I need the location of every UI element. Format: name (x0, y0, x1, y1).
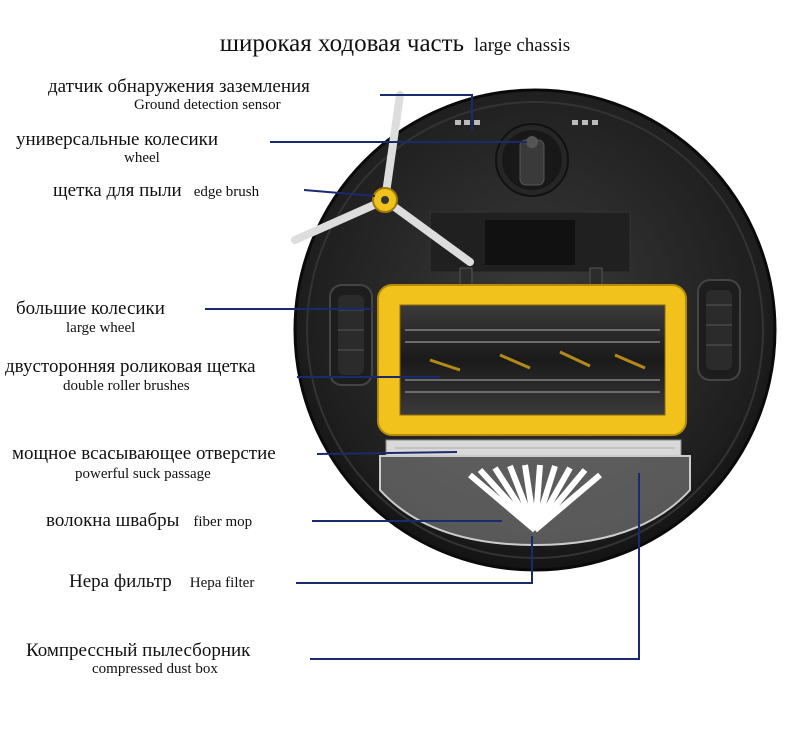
label-en: fiber mop (193, 514, 253, 530)
label-en: Hepa filter (189, 575, 255, 591)
edge-brush (291, 91, 474, 266)
label-en: compressed dust box (92, 661, 218, 677)
label-large-wheel: большие колесики large wheel (16, 299, 165, 336)
label-ground-sensor: датчик обнаружения заземления Ground det… (48, 77, 310, 113)
label-en: edge brush (193, 184, 260, 200)
roller-brush-housing (377, 284, 687, 436)
label-ru: Нера фильтр (69, 571, 172, 592)
label-ru: двусторонняя роликовая щетка (5, 356, 256, 377)
label-ru: Компрессный пылесборник (26, 640, 251, 661)
label-fiber-mop: волокна швабры fiber mop (46, 511, 252, 530)
diagram-title: широкая ходовая часть large chassis (0, 30, 790, 58)
label-en: double roller brushes (63, 378, 190, 394)
left-wheel (329, 284, 373, 386)
label-ru: большие колесики (16, 298, 165, 319)
label-wheel: универсальные колесики wheel (16, 130, 218, 166)
ground-sensor-marks (455, 120, 598, 125)
label-en: wheel (124, 150, 160, 166)
label-dustbox: Компрессный пылесборник compressed dust … (26, 641, 250, 677)
label-edge-brush: щетка для пыли edge brush (53, 181, 259, 200)
label-en: powerful suck passage (75, 466, 211, 482)
label-ru: щетка для пыли (53, 180, 182, 201)
label-suction: мощное всасывающее отверстие powerful su… (12, 444, 276, 482)
label-hepa: Нера фильтр Hepa filter (69, 572, 254, 591)
title-ru: широкая ходовая часть (219, 30, 464, 57)
fiber-mop-fan (468, 464, 602, 533)
caster-wheel (495, 123, 569, 197)
label-ru: датчик обнаружения заземления (48, 76, 310, 97)
label-ru: волокна швабры (46, 510, 180, 531)
title-en: large chassis (473, 35, 571, 56)
label-ru: универсальные колесики (16, 129, 219, 150)
right-wheel (697, 279, 741, 381)
label-roller: двусторонняя роликовая щетка double roll… (5, 357, 256, 394)
label-en: Ground detection sensor (134, 97, 281, 113)
label-en: large wheel (66, 320, 136, 336)
leader-lines (205, 94, 640, 660)
label-ru: мощное всасывающее отверстие (12, 443, 276, 464)
